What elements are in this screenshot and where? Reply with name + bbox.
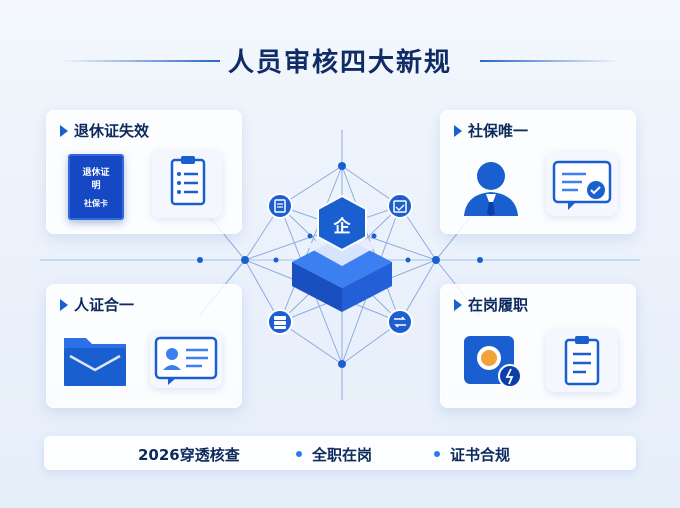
- arrow-icon: [454, 298, 462, 311]
- bullet-dot: [434, 451, 440, 457]
- card-title: 社保唯一: [468, 122, 529, 140]
- arrow-icon: [60, 124, 68, 137]
- doc-line: 社保卡: [84, 199, 108, 208]
- doc-line: 明: [91, 181, 101, 191]
- clipboard-list-icon: [170, 156, 206, 206]
- certificate-booklet-icon: 退休证 明 社保卡: [68, 154, 124, 220]
- summary-item: 2026穿透核查: [138, 446, 240, 464]
- person-suit-icon: [464, 162, 518, 216]
- cert-tile: [546, 152, 618, 216]
- title-divider-right: [480, 60, 620, 62]
- stack-node-icon: [267, 309, 293, 335]
- clipboard-icon: [564, 336, 600, 386]
- center-platform-icon: [292, 194, 392, 312]
- page-title: 人员审核四大新规: [227, 48, 452, 78]
- sync-node-icon: [387, 309, 413, 335]
- doc-node-icon: [267, 193, 293, 219]
- camera-verify-icon: [464, 336, 522, 388]
- card-title: 退休证失效: [74, 122, 150, 140]
- center-badge-label: 企: [333, 217, 351, 237]
- arrow-icon: [454, 124, 462, 137]
- doc-line: 退休证: [82, 168, 110, 178]
- summary-item: 全职在岗: [312, 446, 373, 464]
- bullet-dot: [296, 451, 302, 457]
- id-card-icon: [154, 336, 218, 385]
- id-card-tile: [150, 332, 222, 388]
- card-title: 在岗履职: [468, 296, 529, 314]
- clipboard-tile: [546, 330, 618, 392]
- card-title: 人证合一: [74, 296, 135, 314]
- calendar-node-icon: [387, 193, 413, 219]
- folder-icon: [64, 338, 126, 386]
- title-divider-left: [60, 60, 220, 62]
- bottom-summary-bar: 2026穿透核查 全职在岗 证书合规: [44, 436, 636, 470]
- arrow-icon: [60, 298, 68, 311]
- certificate-check-icon: [552, 160, 612, 210]
- title-area: 人员审核四大新规: [0, 38, 680, 82]
- checklist-tile: [152, 150, 222, 218]
- summary-item: 证书合规: [450, 446, 511, 464]
